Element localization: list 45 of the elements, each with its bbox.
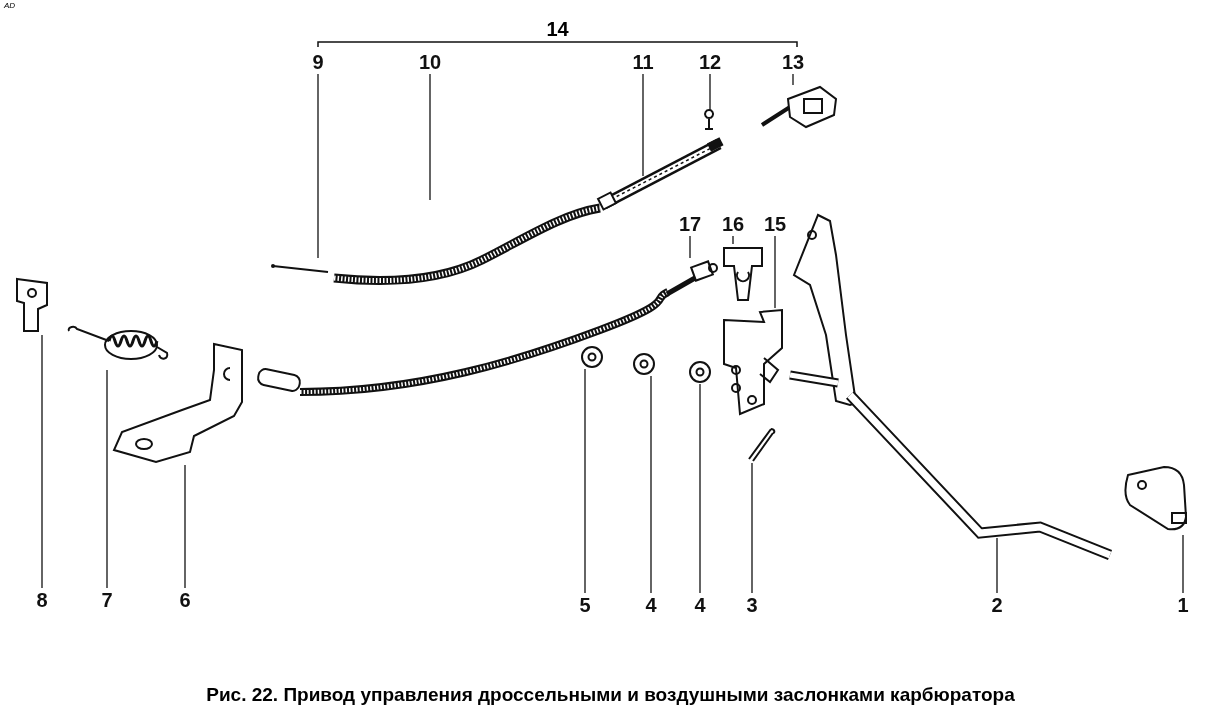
callout-number: 7 <box>89 589 125 611</box>
leader-line <box>709 73 711 111</box>
leader-line <box>732 235 734 245</box>
bracket-plate-drawing <box>720 308 785 416</box>
leader-line <box>642 73 644 177</box>
leader-line <box>792 73 794 86</box>
callout-number: 2 <box>979 594 1015 616</box>
leader-line <box>751 462 753 594</box>
leader-line <box>1182 534 1184 594</box>
cable-end-fitting-drawing <box>760 85 838 130</box>
callout-number: 14 <box>545 18 570 40</box>
cable-end-fitting-drawing <box>665 258 720 298</box>
leader-line <box>774 235 776 309</box>
callout-number: 16 <box>715 213 751 235</box>
callout-number: 12 <box>692 51 728 73</box>
callout-number: 5 <box>567 594 603 616</box>
callout-number: 4 <box>682 594 718 616</box>
callout-number: 3 <box>734 594 770 616</box>
callout-number: 6 <box>167 589 203 611</box>
callout-number: 13 <box>775 51 811 73</box>
callout-number: 9 <box>300 51 336 73</box>
page-mark: AD <box>4 2 16 11</box>
leader-line <box>699 383 701 594</box>
callout-number: 1 <box>1165 594 1201 616</box>
leader-line <box>650 375 652 594</box>
callout-number: 4 <box>633 594 669 616</box>
leader-line <box>689 235 691 259</box>
callout-number: 8 <box>24 589 60 611</box>
leader-line <box>584 368 586 594</box>
callout-number: 17 <box>672 213 708 235</box>
bracket-tab-drawing <box>14 275 50 335</box>
callout-number: 11 <box>625 51 661 73</box>
washer-drawing <box>580 345 604 369</box>
leader-line <box>184 464 186 589</box>
washer-drawing <box>632 352 656 376</box>
callout-number: 10 <box>412 51 448 73</box>
washer-drawing <box>688 360 712 384</box>
figure-caption: Рис. 22. Привод управления дроссельными и воздушными заслонками карбюратора <box>206 684 1015 705</box>
leader-line <box>429 73 431 201</box>
leader-line <box>106 369 108 589</box>
leader-line <box>996 537 998 594</box>
callout-number: 15 <box>757 213 793 235</box>
leader-line <box>317 73 319 259</box>
cotter-pin-drawing <box>745 425 775 463</box>
leader-line <box>41 334 43 589</box>
